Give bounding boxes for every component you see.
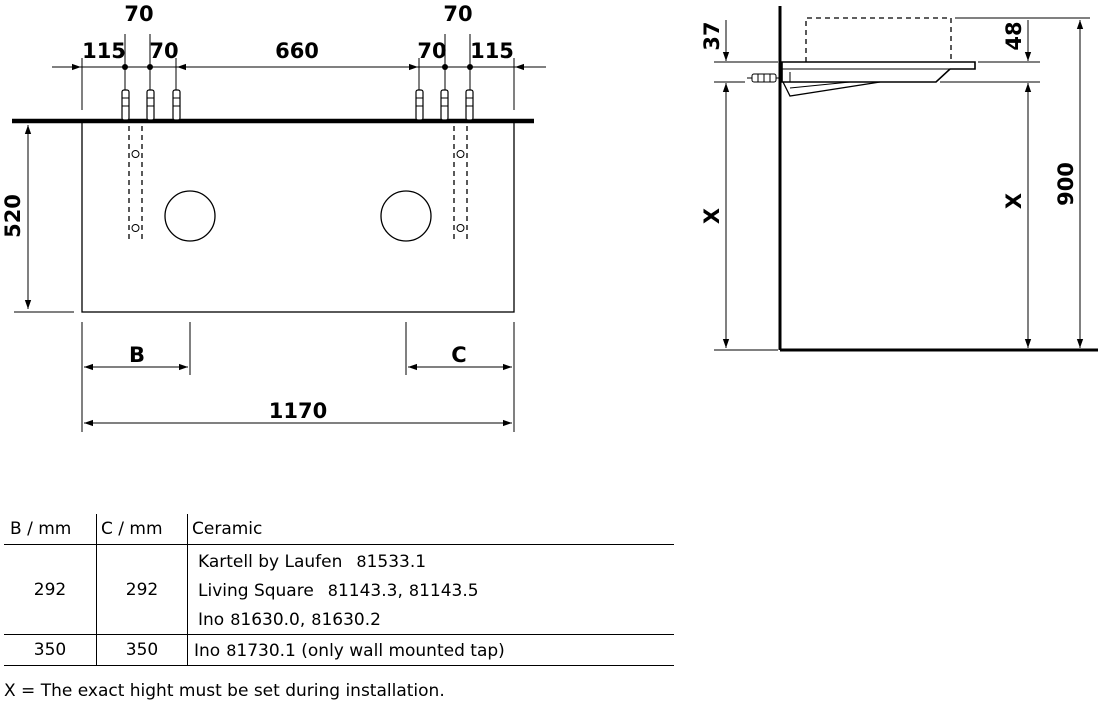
ceramic-code: 1143.5 (419, 581, 479, 601)
ceramic-item: Kartell by Laufen 81533.1 (188, 547, 674, 576)
header-b: B / mm (4, 514, 97, 545)
dim-ticks (122, 64, 473, 70)
cell-b: 292 (4, 544, 97, 635)
cell-c: 292 (96, 544, 188, 635)
cell-b: 350 (4, 634, 97, 666)
vanity-body (81, 121, 515, 313)
ceramic-code: 8 (230, 610, 241, 629)
ceramic-name: Kartell by Laufen (198, 552, 343, 572)
dim-x-right: X (1002, 193, 1026, 209)
dim-115-right: 115 (470, 39, 514, 63)
dim-70-top-right: 70 (443, 2, 472, 26)
header-ceramic: Ceramic (187, 514, 674, 545)
ceramic-code: 8 (408, 581, 420, 600)
compatibility-table: B / mm C / mm Ceramic 292 292 Kartell by… (4, 514, 674, 666)
dim-48: 48 (1002, 21, 1026, 50)
dim-b: B (129, 343, 145, 367)
dim-520: 520 (1, 194, 25, 238)
dim-1170: 1170 (269, 399, 327, 423)
anchor-bolts (121, 89, 474, 121)
dim-70-left: 70 (149, 39, 178, 63)
dim-900: 900 (1054, 162, 1078, 206)
dim-115-left: 115 (82, 39, 126, 63)
ceramic-name: Ino (194, 640, 221, 661)
dim-37: 37 (700, 21, 724, 50)
dim-660: 660 (275, 39, 319, 63)
siphon-channel-left (128, 126, 143, 240)
ceramic-code: 1630.2 (321, 610, 381, 630)
siphon-channel-right (453, 126, 468, 240)
drain-hole-left (164, 190, 216, 242)
side-view: 37 X 48 X 900 (700, 6, 1098, 352)
table-header-row: B / mm C / mm Ceramic (4, 514, 674, 545)
ceramic-code: 1730.1 (only wall mounted tap) (236, 640, 505, 661)
dim-x-left: X (700, 208, 724, 224)
ceramic-code: 1143.3, (337, 581, 403, 601)
ceramic-code: 8 (327, 581, 338, 600)
header-c: C / mm (96, 514, 188, 545)
cell-c: 350 (96, 634, 188, 666)
drain-hole-right (380, 190, 432, 242)
front-view: 70 115 70 660 70 70 115 520 B C 1170 (1, 2, 546, 432)
ceramic-code: 8 (356, 552, 367, 571)
installation-note: X = The exact hight must be set during i… (4, 681, 445, 701)
ceramic-code: 1630.0, (240, 610, 306, 630)
dim-70-top-left: 70 (124, 2, 153, 26)
wall-bracket (782, 81, 881, 97)
dim-c: C (451, 343, 466, 367)
top-slab-side (781, 61, 976, 83)
side-anchor-bolt (747, 73, 780, 83)
basin-outline (805, 17, 952, 62)
ceramic-name: Ino (198, 610, 225, 630)
ceramic-name: Living Square (198, 581, 314, 601)
dim-70-right: 70 (417, 39, 446, 63)
ceramic-code: 8 (311, 610, 322, 629)
technical-drawing: 70 115 70 660 70 70 115 520 B C 1170 (1, 2, 1098, 432)
ceramic-code: 8 (226, 640, 237, 660)
ceramic-code: 1533.1 (366, 552, 427, 572)
